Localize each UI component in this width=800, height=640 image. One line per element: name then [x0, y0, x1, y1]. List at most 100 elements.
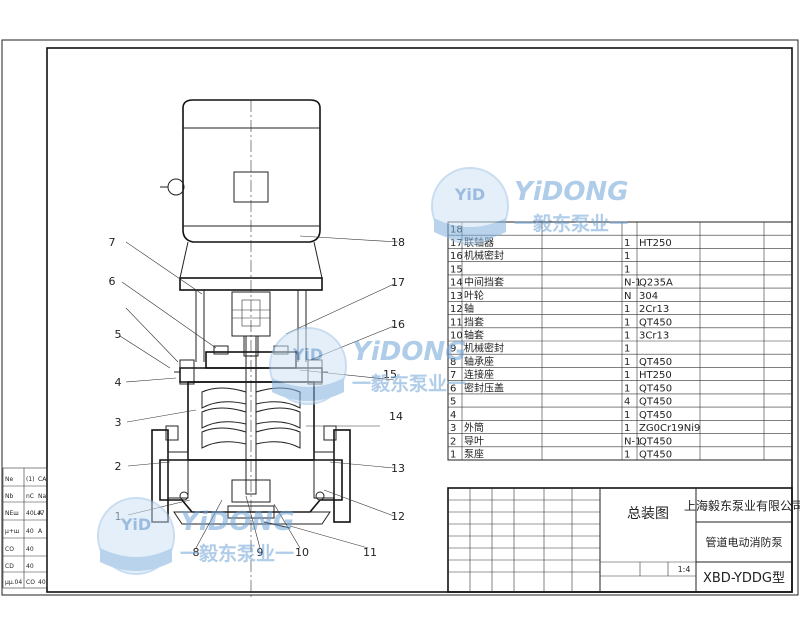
pump-shaft: [245, 335, 257, 495]
part-no: 6: [450, 383, 456, 394]
part-material: ZG0Cr19Ni9: [639, 423, 700, 434]
watermark-chinese: 一毅东泵业一: [514, 212, 628, 235]
part-qty: 1: [624, 357, 630, 368]
part-material: 304: [639, 291, 658, 302]
part-qty: 1: [624, 344, 630, 355]
part-qty: 1: [624, 238, 630, 249]
watermark-chinese: 一毅东泵业一: [180, 542, 294, 565]
callout-7: 7: [109, 236, 116, 249]
watermark-layer: YiD YiDONG 一毅东泵业一 YiD YiDONG 一毅东泵业一 YiD YiDONG 一…: [97, 167, 629, 575]
revision-cell: 40: [26, 528, 34, 535]
revision-cell: 40: [38, 579, 46, 586]
yidong-watermark: YiD YiDONG 一毅东泵业一: [269, 327, 467, 405]
part-no: 16: [450, 251, 463, 262]
part-name: 外筒: [464, 421, 484, 434]
callout-11: 11: [363, 546, 377, 559]
watermark-brand: YiDONG: [514, 177, 629, 207]
callout-3: 3: [115, 416, 122, 429]
product-name: 管道电动消防泵: [706, 535, 783, 549]
part-name: 机械密封: [464, 342, 504, 355]
watermark-abbr: YiD: [454, 185, 485, 204]
watermark-brand: YiDONG: [352, 337, 467, 367]
part-qty: 1: [624, 450, 630, 461]
part-name: 连接座: [464, 368, 494, 381]
part-name: 轴承座: [464, 355, 494, 368]
revision-cell: 40: [26, 546, 34, 553]
part-qty: 1: [624, 304, 630, 315]
part-no: 3: [450, 423, 456, 434]
parts-list-table: 1817联轴器1HT25016机械密封115114中间挡套N-1Q235A13叶…: [447, 221, 793, 461]
callout-6: 6: [109, 275, 116, 288]
motor-flange: [179, 277, 323, 291]
part-no: 14: [450, 278, 463, 289]
callout-8: 8: [193, 546, 200, 559]
callout-12: 12: [391, 510, 405, 523]
watermark-brand: YiDONG: [180, 507, 295, 537]
revision-cell: μμ.04: [5, 579, 22, 586]
watermark-abbr: YiD: [120, 515, 151, 534]
part-qty: N-1: [624, 278, 641, 289]
yidong-watermark: YiD YiDONG 一毅东泵业一: [431, 167, 629, 245]
revision-cell: CO: [5, 546, 14, 553]
company-name: 上海毅东泵业有限公司: [684, 498, 800, 513]
callout-13: 13: [391, 462, 405, 475]
part-material: QT450: [639, 450, 672, 461]
callout-4: 4: [115, 376, 122, 389]
watermark-abbr: YiD: [292, 345, 323, 364]
part-no: 10: [450, 331, 463, 342]
revision-cell: μ+ш: [5, 528, 19, 535]
part-no: 11: [450, 317, 463, 328]
revision-cell: CD: [5, 563, 14, 570]
revision-cell: Nb: [5, 493, 13, 500]
callout-2: 2: [115, 460, 122, 473]
revision-cell: Ne: [5, 476, 13, 483]
bottom-bearing: [231, 479, 271, 503]
part-no: 7: [450, 370, 456, 381]
part-name: 轴套: [464, 329, 484, 342]
part-no: 1: [450, 450, 456, 461]
callout-9: 9: [257, 546, 264, 559]
part-material: Q235A: [639, 278, 673, 289]
part-name: 中间挡套: [464, 276, 504, 289]
part-no: 15: [450, 264, 463, 275]
part-no: 13: [450, 291, 463, 302]
motor-lifting-eye: [167, 178, 185, 196]
callout-16: 16: [391, 318, 405, 331]
callout-15: 15: [383, 368, 397, 381]
part-qty: 1: [624, 370, 630, 381]
part-qty: 4: [624, 397, 630, 408]
part-qty: 1: [624, 251, 630, 262]
watermark-chinese: 一毅东泵业一: [352, 372, 466, 395]
outer-frame: [1, 39, 799, 596]
callout-17: 17: [391, 276, 405, 289]
part-material: HT250: [639, 370, 672, 381]
part-no: 4: [450, 410, 456, 421]
revision-cell: CA: [38, 476, 47, 483]
revision-cell: CO: [26, 579, 35, 586]
part-material: 3Cr13: [639, 331, 669, 342]
part-material: 2Cr13: [639, 304, 669, 315]
part-qty: 1: [624, 264, 630, 275]
part-no: 5: [450, 397, 456, 408]
part-material: QT450: [639, 317, 672, 328]
part-material: QT450: [639, 383, 672, 394]
part-qty: 1: [624, 317, 630, 328]
revision-cell: nC: [26, 493, 34, 500]
part-name: 机械密封: [464, 249, 504, 262]
model-number: XBD-YDDG型: [703, 571, 785, 586]
callout-5: 5: [115, 328, 122, 341]
part-name: 叶轮: [464, 289, 484, 302]
part-name: 轴: [464, 302, 474, 315]
part-name: 密封压盖: [464, 381, 504, 394]
revision-cell: (1): [26, 476, 35, 483]
callout-18: 18: [391, 236, 405, 249]
part-no: 12: [450, 304, 463, 315]
part-qty: N: [624, 291, 631, 302]
callout-labels: 123456789101112131415161718: [109, 236, 406, 559]
part-material: QT450: [639, 436, 672, 447]
drawing-name: 总装图: [627, 506, 669, 522]
revision-cell: 40L47: [26, 510, 45, 517]
part-material: HT250: [639, 238, 672, 249]
